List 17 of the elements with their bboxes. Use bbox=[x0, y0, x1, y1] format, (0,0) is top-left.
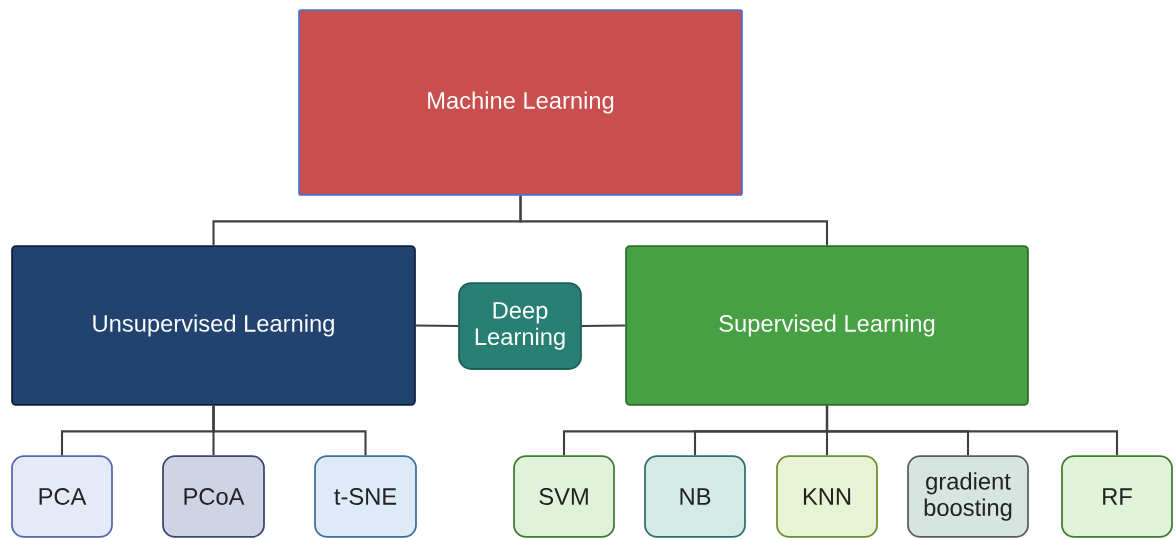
method-box: gradient boosting bbox=[907, 455, 1029, 538]
connector-line bbox=[519, 195, 829, 246]
category-box: Machine Learning bbox=[298, 9, 743, 196]
connector-line bbox=[212, 405, 367, 456]
connector-line bbox=[415, 324, 459, 328]
method-box: KNN bbox=[776, 455, 878, 538]
category-box: Deep Learning bbox=[458, 282, 582, 370]
method-box: PCoA bbox=[162, 455, 265, 538]
method-box: NB bbox=[644, 455, 746, 538]
category-box: Unsupervised Learning bbox=[11, 245, 416, 406]
connector-line bbox=[581, 324, 626, 328]
category-box: Supervised Learning bbox=[625, 245, 1029, 406]
method-box: RF bbox=[1061, 455, 1173, 538]
method-box: t-SNE bbox=[314, 455, 417, 538]
connector-line bbox=[825, 405, 1119, 456]
method-box: PCA bbox=[11, 455, 113, 538]
method-box: SVM bbox=[513, 455, 615, 538]
